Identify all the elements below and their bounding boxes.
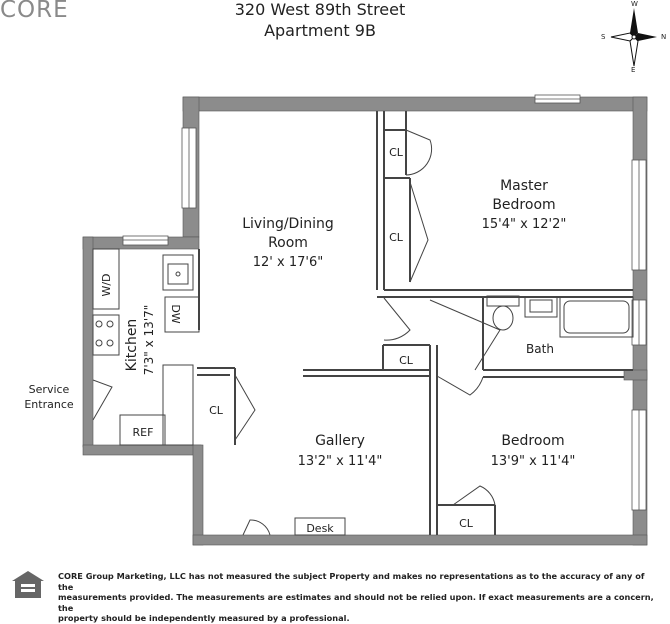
kitchen-dims: 7'3" x 13'7"	[142, 305, 156, 376]
gallery-name: Gallery	[315, 433, 365, 449]
bath-name: Bath	[526, 342, 554, 356]
disclaimer-line-3: property should be independently measure…	[58, 613, 350, 623]
floor-plan: W S N E	[24, 0, 666, 546]
bedroom-dims: 13'9" x 11'4"	[491, 454, 576, 469]
living-room-name-2: Room	[268, 235, 308, 251]
closet-label-bedroom: CL	[459, 517, 474, 530]
service-entrance-label-1: Service	[29, 383, 70, 396]
master-bedroom-name-1: Master	[500, 178, 548, 194]
closet-label-bath: CL	[399, 354, 414, 367]
desk-label: Desk	[306, 522, 334, 535]
master-bedroom-dims: 15'4" x 12'2"	[482, 217, 567, 232]
kitchen-fixtures	[92, 248, 200, 446]
bath-fixtures	[486, 295, 634, 338]
compass-s-label: S	[601, 33, 606, 41]
exterior-walls	[82, 96, 648, 546]
disclaimer: CORE Group Marketing, LLC has not measur…	[58, 571, 658, 624]
interior-walls	[197, 111, 633, 535]
compass-w-label: E	[631, 66, 635, 74]
washer-dryer-label: W/D	[100, 273, 113, 296]
disclaimer-line-1: CORE Group Marketing, LLC has not measur…	[58, 571, 645, 592]
living-room-dims: 12' x 17'6"	[253, 255, 323, 270]
compass-e-label: N	[661, 33, 666, 41]
address-line-2: Apartment 9B	[264, 21, 376, 40]
windows	[122, 94, 647, 511]
desk	[294, 517, 346, 536]
equal-housing-icon	[12, 571, 44, 598]
refrigerator-label: REF	[133, 426, 154, 439]
gallery-dims: 13'2" x 11'4"	[298, 454, 383, 469]
service-entrance-label-2: Entrance	[24, 398, 74, 411]
address-line-1: 320 West 89th Street	[234, 0, 406, 19]
closet-label-master-1: CL	[389, 146, 404, 159]
doors	[92, 129, 501, 536]
disclaimer-line-2: measurements provided. The measurements …	[58, 592, 654, 613]
dishwasher-label: DW	[169, 304, 182, 323]
master-bedroom-name-2: Bedroom	[492, 197, 555, 213]
compass-n-label: W	[631, 0, 638, 8]
living-room-name-1: Living/Dining	[242, 216, 334, 232]
kitchen-name: Kitchen	[124, 319, 140, 372]
closet-label-gallery: CL	[209, 404, 224, 417]
bedroom-name: Bedroom	[501, 433, 564, 449]
closet-label-master-2: CL	[389, 231, 404, 244]
compass-icon: W S N E	[601, 0, 666, 74]
core-logo: CORE	[0, 0, 69, 23]
